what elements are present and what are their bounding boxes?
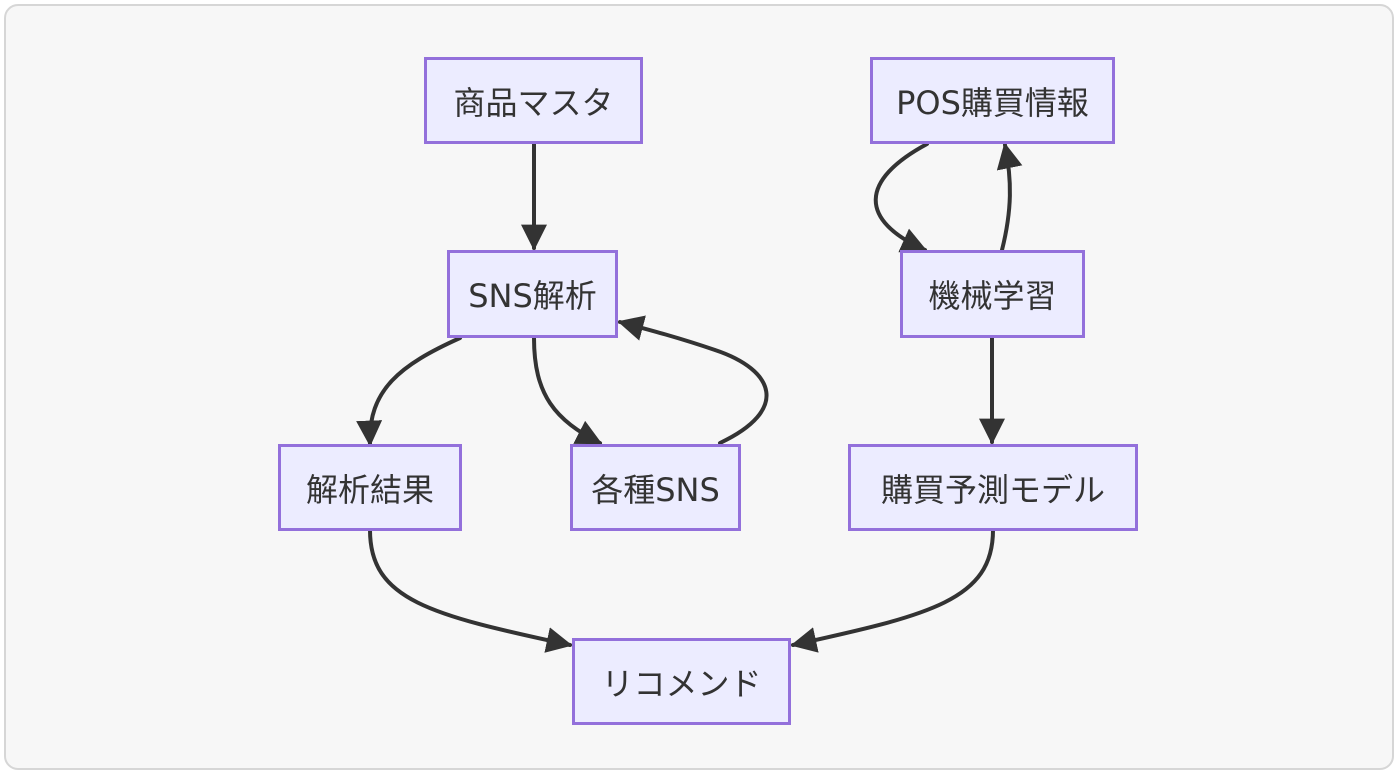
node-product-master: 商品マスタ [424,57,643,144]
edge-sns-analysis-to-various-sns [532,336,603,445]
edge-pos-to-machine-learning [873,142,929,253]
node-purchase-prediction-model: 購買予測モデル [848,444,1138,531]
edge-various-sns-to-sns-analysis [617,315,769,445]
node-sns-analysis: SNS解析 [447,250,618,338]
node-analysis-result: 解析結果 [278,444,462,531]
edge-analysis-result-to-recommend [368,528,573,653]
node-pos-purchase-info: POS購買情報 [870,57,1115,144]
node-recommend: リコメンド [572,638,791,725]
node-various-sns: 各種SNS [570,444,741,531]
node-machine-learning: 機械学習 [900,250,1085,338]
edge-machine-learning-to-pos [996,142,1023,252]
edge-purchase-model-to-recommend [790,528,995,653]
edge-sns-analysis-to-analysis-result [356,336,462,447]
